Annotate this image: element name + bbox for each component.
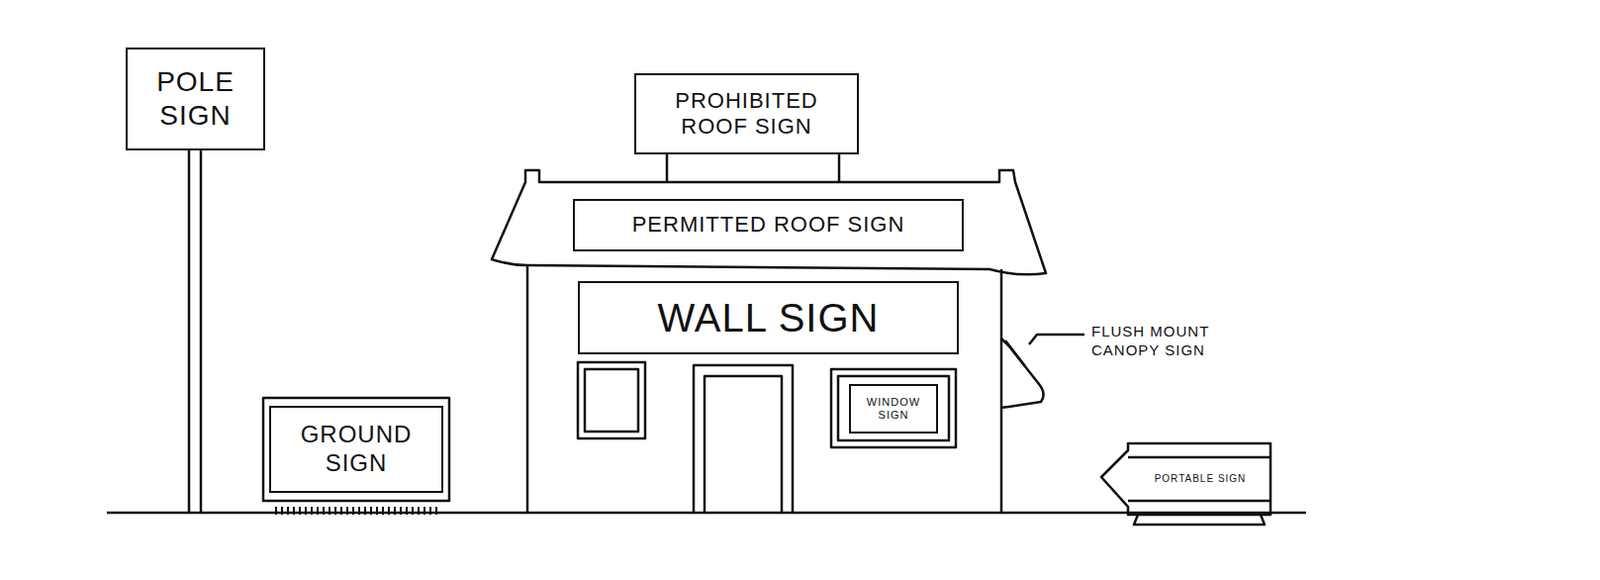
sign-box: POLE SIGN [125, 47, 266, 151]
sign-label: GROUND SIGN [279, 420, 434, 478]
pole [188, 150, 191, 513]
window [577, 362, 646, 439]
building-wall [1000, 269, 1004, 513]
sign-post [665, 154, 669, 183]
ground-line [106, 511, 1307, 515]
sign-box: GROUND SIGN [269, 405, 444, 493]
sign-box: WINDOW SIGN [848, 383, 939, 434]
portable-sign-frame [1128, 456, 1271, 460]
sign-box: WALL SIGN [577, 281, 959, 355]
window [838, 376, 949, 441]
sign-box: PERMITTED ROOF SIGN [572, 198, 964, 252]
ground-sign-base [275, 506, 440, 515]
roof [491, 170, 1046, 275]
window [831, 369, 956, 448]
sign-label: PROHIBITED ROOF SIGN [646, 88, 848, 141]
canopy-sign [1001, 338, 1044, 408]
pole [199, 150, 203, 513]
leader-line [1029, 334, 1085, 345]
sign-box: PORTABLE SIGN [1133, 461, 1267, 497]
portable-sign-stand [1133, 514, 1265, 525]
canopy-sign [1005, 340, 1026, 367]
sign-post [838, 154, 842, 183]
door [704, 376, 782, 513]
portable-sign-frame [1101, 443, 1271, 515]
window [584, 369, 639, 432]
sign-label: POLE SIGN [135, 65, 256, 132]
sign-label: PERMITTED ROOF SIGN [632, 211, 906, 238]
callout-label: FLUSH MOUNT CANOPY SIGN [1091, 322, 1280, 361]
sign-label: WALL SIGN [658, 293, 880, 342]
ground-sign-frame [263, 397, 450, 501]
door [693, 365, 793, 513]
sign-label: WINDOW SIGN [854, 395, 933, 422]
sign-label: PORTABLE SIGN [1154, 472, 1247, 485]
sign-box: PROHIBITED ROOF SIGN [634, 73, 859, 155]
building-wall [526, 265, 530, 513]
portable-sign-frame [1128, 499, 1271, 503]
